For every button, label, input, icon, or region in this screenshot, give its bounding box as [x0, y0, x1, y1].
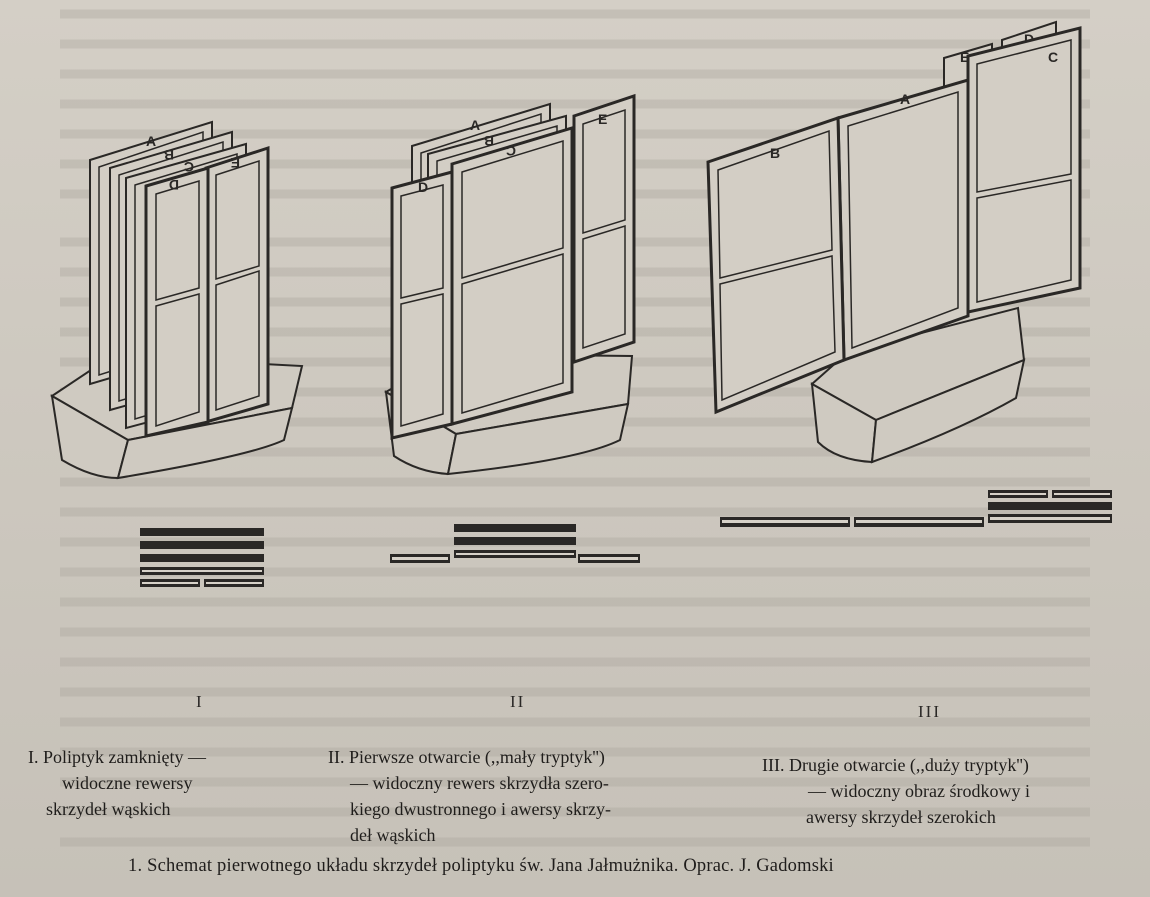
wing-c-label: C — [184, 159, 194, 175]
panel-ii-wing-e-label: E — [598, 111, 607, 127]
panel-ii-caption: II. Pierwsze otwarcie (,,mały tryptyk'')… — [328, 744, 611, 848]
panel-i-plan — [140, 528, 264, 587]
panel-iii-caption: III. Drugie otwarcie (,,duży tryptyk'') … — [762, 752, 1030, 830]
panel-iii-caption-line: III. Drugie otwarcie (,,duży tryptyk'') — [762, 755, 1029, 775]
panel-ii-caption-line: II. Pierwsze otwarcie (,,mały tryptyk'') — [328, 747, 605, 767]
wing-e-label: E — [231, 155, 240, 171]
panel-ii-wing-a-label: A — [470, 117, 480, 133]
panel-i-drawing: A B C E D — [50, 120, 304, 480]
panel-iii-wing-a-label: A — [900, 91, 910, 107]
panel-iii-drawing: E D C A B — [706, 20, 1082, 464]
figure-caption: 1. Schemat pierwotnego układu skrzydeł p… — [128, 856, 834, 876]
panel-i-numeral: I — [196, 692, 204, 711]
panel-ii-wing-d-label: D — [418, 179, 428, 195]
panel-iii-wing-d-label: D — [1024, 31, 1034, 47]
panel-iii-caption-line: awersy skrzydeł szerokich — [806, 807, 996, 827]
panel-i-caption-line: widoczne rewersy — [62, 773, 193, 793]
panel-ii-drawing: A B C D E — [384, 93, 636, 476]
panel-iii-wing-e-label: E — [960, 49, 969, 65]
wing-a-label: A — [146, 133, 156, 149]
panel-iii-numeral: III — [918, 702, 941, 721]
panel-iii-wing-b-label: B — [770, 145, 780, 161]
wing-b-label: B — [164, 147, 174, 163]
panel-iii-caption-line: — widoczny obraz środkowy i — [808, 781, 1030, 801]
panel-ii-caption-line: — widoczny rewers skrzydła szero- — [350, 773, 609, 793]
panel-ii-caption-line: deł wąskich — [350, 825, 436, 845]
wing-d-label: D — [169, 177, 179, 193]
panel-i-caption-line: skrzydeł wąskich — [46, 799, 171, 819]
panel-ii-plan — [390, 524, 640, 563]
panel-ii-wing-b-label: B — [484, 133, 494, 149]
panel-iii-plan — [720, 490, 1112, 527]
panel-ii-wing-c-label: C — [506, 143, 516, 159]
panel-ii-numeral: II — [510, 692, 526, 711]
panel-iii-wing-c-label: C — [1048, 49, 1058, 65]
panel-ii-caption-line: kiego dwustronnego i awersy skrzy- — [350, 799, 611, 819]
panel-i-caption-line: I. Poliptyk zamknięty — — [28, 747, 206, 767]
panel-i-caption: I. Poliptyk zamknięty — widoczne rewersy… — [28, 744, 206, 822]
